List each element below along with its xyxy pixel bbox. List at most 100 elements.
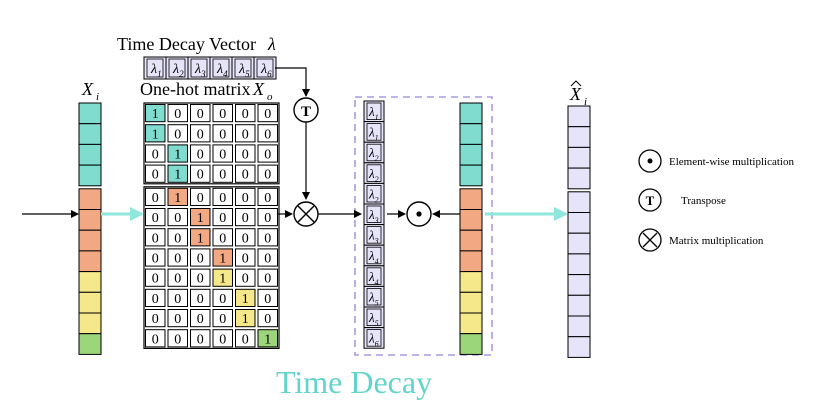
onehot-cell: 0: [235, 144, 256, 163]
onehot-value: 0: [152, 252, 159, 267]
onehot-value: 1: [219, 252, 226, 267]
elementwise-operator: [406, 201, 432, 227]
lambda-vector-cell: λ1: [143, 56, 167, 80]
input-cell: [78, 229, 102, 252]
transpose-operator: T: [293, 97, 319, 123]
lambda-column-cell: λ2: [363, 141, 385, 164]
output-cell: [567, 274, 591, 296]
onehot-cell: 0: [257, 248, 278, 267]
lambda-column-text: λ4: [368, 248, 379, 266]
onehot-value: 0: [152, 191, 159, 206]
onehot-cell: 0: [167, 104, 188, 123]
onehot-value: 0: [152, 211, 159, 226]
onehot-value: 0: [197, 292, 204, 307]
input-cell: [78, 312, 102, 335]
lambda-column-text: λ5: [368, 289, 379, 307]
input-copy-cell: [459, 333, 483, 355]
onehot-cell: 0: [190, 124, 211, 143]
output-xhat-label: X i: [569, 80, 587, 108]
onehot-value: 0: [264, 312, 271, 327]
onehot-value: 0: [264, 148, 271, 163]
input-cell: [78, 102, 102, 125]
input-cell: [78, 250, 102, 273]
onehot-value: 0: [174, 332, 181, 347]
onehot-cell: 0: [167, 228, 188, 247]
input-cell: [78, 333, 102, 355]
onehot-value: 0: [152, 168, 159, 183]
onehot-cell: 0: [167, 124, 188, 143]
lambda-column-cell: λ4: [363, 244, 385, 267]
lambda-column-cell: λ3: [363, 224, 385, 246]
onehot-value: 1: [197, 231, 204, 246]
onehot-cell: 0: [167, 288, 188, 307]
onehot-cell: 0: [167, 309, 188, 328]
input-copy-cell: [459, 250, 483, 273]
input-cell: [78, 291, 102, 314]
output-cell: [567, 126, 591, 148]
onehot-cell: 0: [212, 124, 233, 143]
input-cell: [78, 143, 102, 166]
onehot-value: 0: [219, 191, 226, 206]
svg-text:i: i: [584, 96, 587, 108]
onehot-cell: 0: [257, 288, 278, 307]
onehot-cell: 0: [145, 248, 166, 267]
lambda-column-text: λ2: [368, 186, 379, 204]
output-cell: [567, 336, 591, 358]
onehot-value: 0: [264, 107, 271, 122]
onehot-cell: 0: [235, 104, 256, 123]
lambda-column-text: λ2: [368, 145, 379, 163]
onehot-value: 0: [242, 191, 249, 206]
onehot-value: 0: [264, 231, 271, 246]
onehot-cell: 0: [145, 144, 166, 163]
svg-text:o: o: [267, 91, 273, 103]
onehot-value: 1: [219, 272, 226, 287]
onehot-cell: 0: [235, 124, 256, 143]
onehot-value: 0: [264, 272, 271, 287]
svg-text:T: T: [301, 104, 311, 120]
onehot-cell: 0: [212, 228, 233, 247]
onehot-value: 1: [242, 312, 249, 327]
onehot-cell: 0: [190, 248, 211, 267]
onehot-value: 0: [219, 168, 226, 183]
onehot-cell: 0: [145, 329, 166, 348]
onehot-cell: 0: [212, 144, 233, 163]
onehot-cell: 0: [212, 288, 233, 307]
input-cell: [78, 188, 102, 211]
onehot-value: 0: [264, 211, 271, 226]
onehot-value: 1: [174, 191, 181, 206]
onehot-cell: 0: [257, 268, 278, 287]
lambda-vector-cell: λ5: [231, 56, 255, 80]
onehot-cell: 1: [235, 288, 256, 307]
onehot-cell: 0: [190, 144, 211, 163]
onehot-value: 0: [174, 127, 181, 142]
onehot-cell: 0: [257, 187, 278, 207]
onehot-value: 0: [219, 292, 226, 307]
onehot-cell: 1: [235, 309, 256, 328]
onehot-cell: 1: [145, 104, 166, 123]
onehot-value: 0: [242, 231, 249, 246]
onehot-cell: 0: [190, 309, 211, 328]
lambda-vector-cell: λ3: [187, 56, 211, 80]
lambda-column-text: λ2: [368, 166, 379, 184]
onehot-value: 0: [152, 312, 159, 327]
onehot-value: 1: [152, 127, 159, 142]
svg-text:Transpose: Transpose: [681, 195, 726, 207]
onehot-value: 0: [152, 148, 159, 163]
lambda-column-cell: λ2: [363, 162, 385, 184]
onehot-cell: 0: [145, 309, 166, 328]
lambda-vector-text: λ1: [150, 62, 162, 79]
onehot-cell: 0: [235, 164, 256, 183]
onehot-value: 0: [242, 107, 249, 122]
onehot-value: 0: [197, 191, 204, 206]
lambda-column-cell: λ1: [363, 100, 385, 123]
legend-matmul: Matrix multiplication: [638, 228, 764, 252]
onehot-cell: 0: [212, 309, 233, 328]
legend-elementwise: Element-wise multiplication: [638, 149, 794, 173]
onehot-cell: 0: [190, 164, 211, 183]
input-copy-cell: [459, 271, 483, 293]
onehot-cell: 0: [190, 329, 211, 348]
lambda-vector-cell: λ6: [253, 56, 277, 80]
svg-text:Matrix multiplication: Matrix multiplication: [669, 235, 764, 247]
